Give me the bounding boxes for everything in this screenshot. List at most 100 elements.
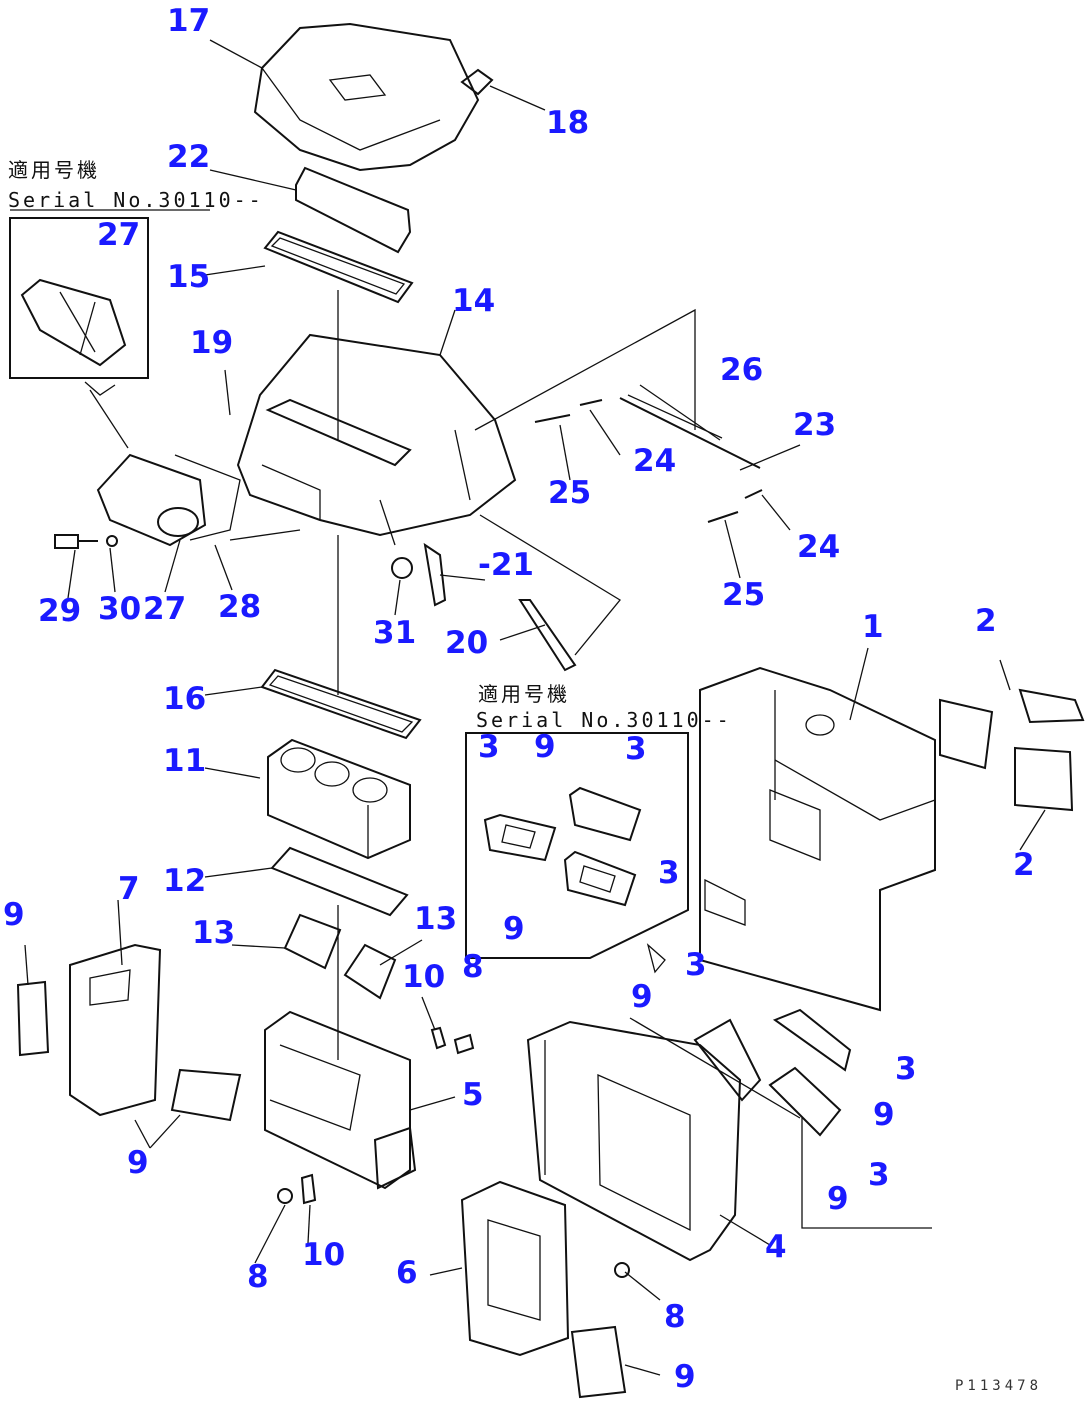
part-31-grommet	[391, 557, 413, 579]
callout-6: 6	[396, 1255, 418, 1291]
callout-9-d: 9	[631, 979, 653, 1015]
part-24a-seal	[579, 399, 603, 406]
callout-3-a: 3	[478, 729, 500, 765]
part-20-bracket	[518, 599, 577, 672]
callout-9-c: 9	[503, 911, 525, 947]
callout-4: 4	[765, 1229, 787, 1265]
callout-10-a: 10	[402, 959, 446, 995]
part-10b-clip	[300, 1173, 317, 1205]
part-10a-clip	[430, 1026, 447, 1050]
callout-25-a: 25	[548, 475, 592, 511]
callout-17: 17	[167, 3, 211, 39]
callout-15: 15	[167, 259, 211, 295]
part-7-cover	[69, 943, 162, 1117]
part-11-core	[267, 738, 411, 860]
part-2b-seal	[1018, 688, 1085, 724]
callout-24-a: 24	[633, 443, 677, 479]
part-9-gasket-bottom	[570, 1325, 627, 1399]
leader-28	[229, 529, 301, 541]
callout-30: 30	[98, 591, 142, 627]
part-25a-seal	[534, 414, 571, 423]
callout-3-f: 3	[868, 1157, 890, 1193]
part-22-filter	[295, 166, 412, 254]
part-15-gasket	[263, 230, 414, 304]
callout-9-g: 9	[827, 1181, 849, 1217]
part-8c-screw	[614, 1262, 630, 1278]
callout-13-a: 13	[192, 915, 236, 951]
serial-inset-left	[9, 209, 210, 379]
callout-21: -21	[478, 547, 535, 583]
callout-9-f: 9	[127, 1145, 149, 1181]
callout-9-a: 9	[534, 729, 556, 765]
part-24b-seal	[744, 489, 763, 499]
callout-1: 1	[862, 609, 884, 645]
callout-7: 7	[118, 871, 140, 907]
part-27-duct	[84, 381, 241, 547]
part-14-upper-housing	[236, 333, 517, 546]
callout-10-b: 10	[302, 1237, 346, 1273]
serial-note-left-jp: 適用号機	[8, 158, 100, 182]
part-2c-seal	[1014, 746, 1074, 812]
callout-27: 27	[143, 591, 187, 627]
callout-2-a: 2	[975, 603, 997, 639]
serial-note-right-serial: Serial No.30110--	[476, 708, 732, 732]
part-2a-seal	[939, 698, 994, 770]
leader-20	[479, 514, 621, 656]
callout-20: 20	[445, 625, 489, 661]
part-13b-plate	[343, 943, 397, 1000]
callout-19: 19	[190, 325, 234, 361]
callout-13-b: 13	[414, 901, 458, 937]
callout-18: 18	[546, 105, 590, 141]
callout-28: 28	[218, 589, 262, 625]
callout-22: 22	[167, 139, 211, 175]
callout-3-d: 3	[685, 947, 707, 983]
serial-note-right-jp: 適用号機	[478, 682, 570, 706]
part-13a-plate	[283, 913, 342, 970]
callout-9-e: 9	[873, 1097, 895, 1133]
part-9-gasket-lower	[170, 1068, 242, 1122]
part-3-9-right-group	[629, 1008, 932, 1229]
callout-leaders	[24, 39, 1046, 1376]
part-5-heater-case	[264, 1010, 417, 1190]
part-21-bracket	[423, 542, 447, 607]
callout-31: 31	[373, 615, 417, 651]
part-6-cover	[460, 1180, 570, 1357]
part-8a-screw	[453, 1033, 475, 1055]
callout-8-c: 8	[664, 1299, 686, 1335]
part-1-frame	[699, 666, 936, 1012]
callout-8-a: 8	[462, 949, 484, 985]
callout-16: 16	[163, 681, 207, 717]
callout-23: 23	[793, 407, 837, 443]
part-16-gasket	[260, 668, 422, 740]
callout-3-e: 3	[895, 1051, 917, 1087]
part-17-cover	[253, 22, 480, 172]
callout-12: 12	[163, 863, 207, 899]
serial-note-left-serial: Serial No.30110--	[8, 188, 264, 212]
callout-5: 5	[462, 1077, 484, 1113]
callout-9-h: 9	[674, 1359, 696, 1395]
part-25b-seal	[707, 511, 739, 523]
callout-8-b: 8	[247, 1259, 269, 1295]
callout-2-b: 2	[1013, 847, 1035, 883]
drawing-number: P113478	[955, 1378, 1043, 1394]
callout-27-inset: 27	[97, 217, 141, 253]
callout-11: 11	[163, 743, 207, 779]
serial-inset-right	[465, 732, 689, 974]
callout-14: 14	[452, 283, 496, 319]
part-30-washer	[106, 535, 118, 547]
part-23-seal	[619, 397, 761, 469]
part-18-clip	[460, 68, 494, 96]
part-12-filter	[270, 846, 409, 917]
callout-26: 26	[720, 352, 764, 388]
callout-3-b: 3	[625, 731, 647, 767]
callout-9-b: 9	[3, 897, 25, 933]
callout-25-b: 25	[722, 577, 766, 613]
part-4-duct-case	[526, 1020, 742, 1262]
callout-29: 29	[38, 593, 82, 629]
callout-3-c: 3	[658, 855, 680, 891]
part-9-gasket-left	[16, 980, 50, 1057]
part-8b-screw	[277, 1188, 293, 1204]
callout-24-b: 24	[797, 529, 841, 565]
